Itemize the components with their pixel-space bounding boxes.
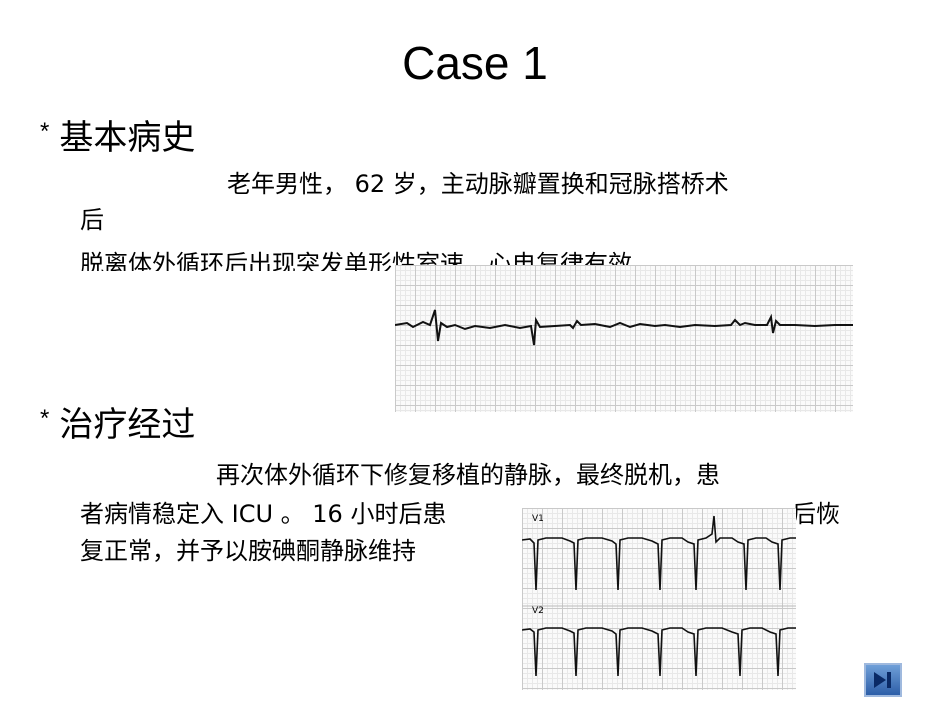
ecg-sinus-trace — [522, 515, 796, 677]
bullet-star-icon: * — [40, 118, 50, 145]
treatment-line-3: 复正常，并予以胺碘酮静脉维持 — [80, 537, 416, 565]
history-line-2: 后 — [80, 206, 104, 234]
next-slide-button[interactable] — [864, 663, 902, 697]
slide-title: Case 1 — [402, 37, 548, 89]
lead-label-v2: V2 — [532, 606, 544, 616]
treatment-line-2a: 者病情稳定入 ICU 。 16 小时后患 — [80, 500, 447, 528]
history-line-1: 老年男性， 62 岁，主动脉瓣置换和冠脉搭桥术 — [227, 170, 729, 198]
heading-text: 治疗经过 — [59, 405, 196, 445]
lead-label-v1: V1 — [532, 514, 544, 524]
play-next-icon — [874, 672, 891, 688]
treatment-line-2b: 后恢 — [792, 500, 840, 528]
ecg-vt-strip — [395, 265, 853, 412]
heading-text: 基本病史 — [59, 118, 196, 158]
bullet-star-icon: * — [40, 405, 50, 432]
treatment-line-1: 再次体外循环下修复移植的静脉，最终脱机，患 — [216, 461, 720, 489]
ecg-vt-trace — [395, 309, 853, 346]
section-heading-history: * 基本病史 — [40, 110, 195, 159]
section-heading-treatment: * 治疗经过 — [40, 397, 195, 446]
ecg-sinus-strip: V1 V2 — [522, 508, 796, 690]
